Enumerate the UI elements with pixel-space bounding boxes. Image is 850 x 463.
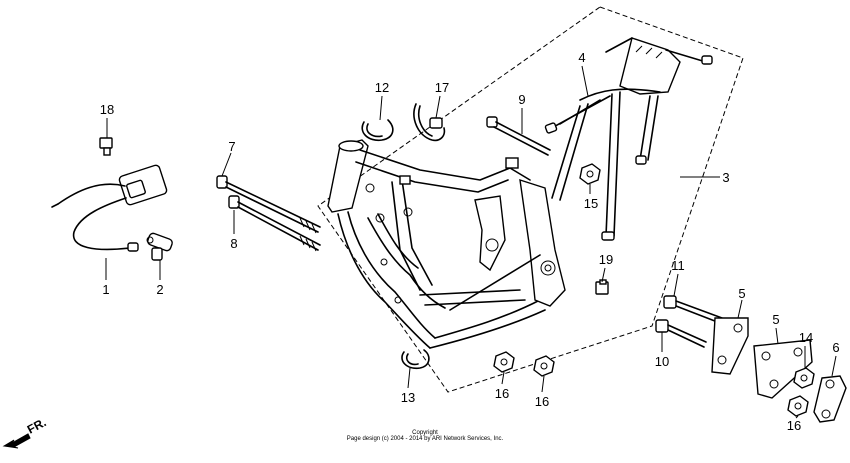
link-6[interactable] [813, 375, 847, 423]
callout-2: 2 [156, 282, 163, 297]
callout-5a: 5 [738, 286, 745, 301]
callout-7: 7 [228, 139, 235, 154]
band-17[interactable] [413, 103, 446, 142]
clip-13[interactable] [401, 349, 430, 370]
nut-15[interactable] [579, 163, 601, 185]
nut-14[interactable] [793, 367, 815, 389]
callout-4: 4 [578, 50, 585, 65]
bolt-19[interactable] [595, 279, 609, 295]
callout-18: 18 [100, 102, 114, 117]
ignition-coil[interactable] [51, 164, 168, 252]
callouts: 18 1 2 7 8 12 17 9 4 3 15 19 11 5 5 10 1… [100, 50, 840, 433]
callout-5b: 5 [772, 312, 779, 327]
bolt-9[interactable] [486, 116, 551, 156]
front-arrow-icon [2, 433, 31, 449]
nut-16b[interactable] [533, 355, 555, 377]
bolt-11[interactable] [663, 295, 723, 324]
plug-cap[interactable] [146, 232, 174, 261]
callout-13: 13 [401, 390, 415, 405]
cable-clamp-12[interactable] [361, 119, 394, 142]
callout-16c: 16 [787, 418, 801, 433]
copyright-line-2: Page design (c) 2004 - 2014 by ARI Netwo… [346, 436, 504, 442]
callout-9: 9 [518, 92, 525, 107]
callout-16a: 16 [495, 386, 509, 401]
callout-15: 15 [584, 196, 598, 211]
front-direction-indicator: FR. [2, 415, 48, 449]
callout-11: 11 [671, 258, 685, 273]
callout-17: 17 [435, 80, 449, 95]
callout-8: 8 [230, 236, 237, 251]
callout-14: 14 [799, 330, 813, 345]
callout-12: 12 [375, 80, 389, 95]
nut-16c[interactable] [787, 395, 809, 417]
leader-lines [105, 65, 837, 419]
rear-subframe[interactable] [544, 37, 713, 241]
callout-10: 10 [655, 354, 669, 369]
callout-1: 1 [102, 282, 109, 297]
callout-19: 19 [599, 252, 613, 267]
callout-6: 6 [832, 340, 839, 355]
copyright-line-1: Copyright [412, 430, 438, 436]
bolt-10[interactable] [655, 319, 707, 348]
main-frame[interactable] [327, 139, 566, 349]
callout-3: 3 [722, 170, 729, 185]
engine-hanger-plate-5a[interactable] [711, 317, 749, 375]
engine-hanger-plate-5b[interactable] [753, 339, 813, 399]
engine-mount-bolt-8[interactable] [228, 195, 321, 252]
nut-16a[interactable] [493, 351, 515, 373]
callout-16b: 16 [535, 394, 549, 409]
bolt-18[interactable] [99, 137, 113, 156]
